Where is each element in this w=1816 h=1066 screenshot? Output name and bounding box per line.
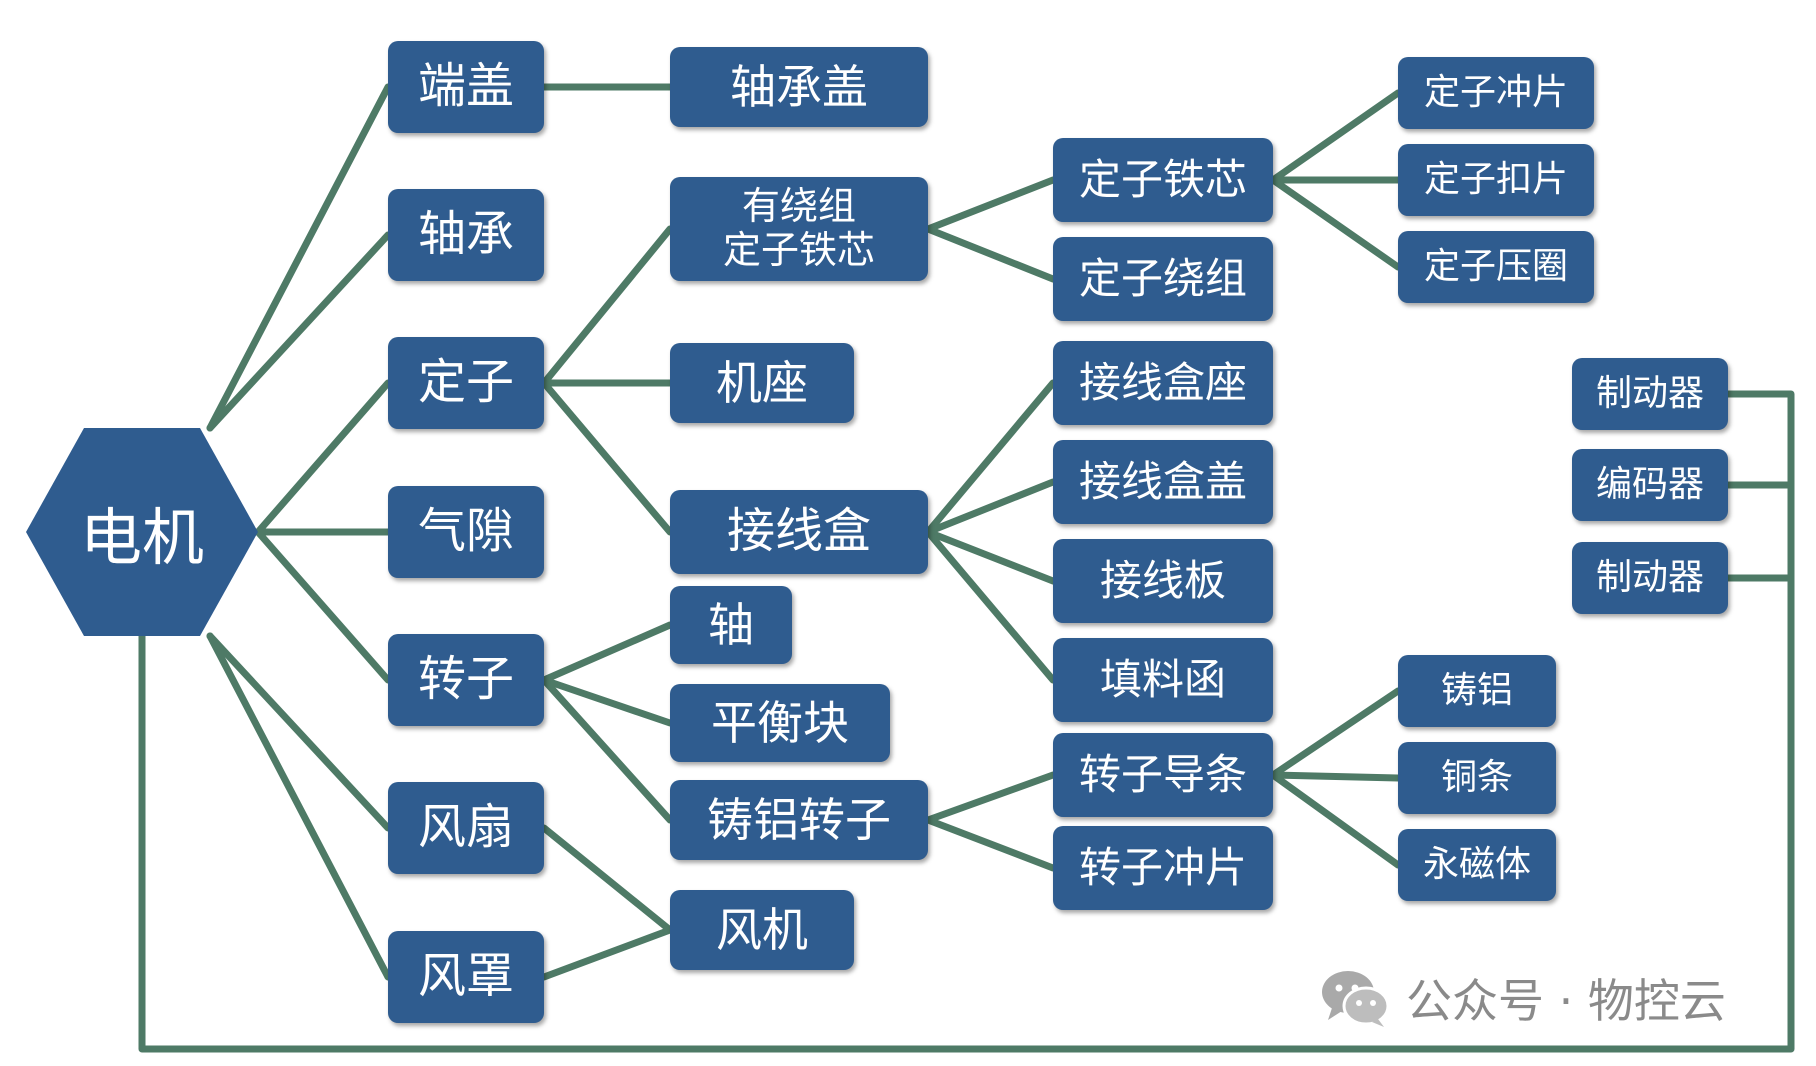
node-stator-lamination: 定子冲片: [1398, 57, 1594, 129]
line-jiexianhe-jiexianhezuo: [924, 379, 1057, 536]
root-node-label: 电机: [79, 501, 204, 574]
node-fan-cover: 风罩: [388, 931, 544, 1023]
line-root-duangai: [206, 83, 392, 432]
line-zhuanzidaotiao-yongcitin: [1269, 771, 1402, 869]
node-stator-clip: 定子扣片: [1398, 144, 1594, 216]
line-root-fengshan: [206, 632, 392, 832]
node-balance-weight: 平衡块: [670, 684, 890, 762]
line-jiexianhe-tianliaohan: [924, 528, 1057, 684]
node-terminal-box-cover: 接线盒盖: [1053, 440, 1273, 524]
node-rotor-lamination: 转子冲片: [1053, 826, 1273, 910]
node-cast-aluminum-rotor: 铸铝转子: [670, 780, 928, 860]
node-terminal-box: 接线盒: [670, 490, 928, 574]
line-root-accessories: [138, 390, 1795, 1053]
line-root-zhuanzi: [254, 528, 392, 684]
node-copper-bar: 铜条: [1398, 742, 1556, 814]
node-frame: 机座: [670, 343, 854, 423]
node-bearing-cover: 轴承盖: [670, 47, 928, 127]
node-permanent-magnet: 永磁体: [1398, 829, 1556, 901]
node-shaft: 轴: [670, 586, 792, 664]
node-bearing: 轴承: [388, 189, 544, 281]
node-fan: 风扇: [388, 782, 544, 874]
line-youraozu-dingziraozu: [924, 225, 1057, 283]
line-zhuanzidaotiao-tongtiao: [1269, 771, 1402, 782]
line-fengshan-fengji: [540, 824, 674, 934]
watermark: 公众号 · 物控云: [1320, 965, 1726, 1031]
node-brake-2: 制动器: [1572, 542, 1728, 614]
node-stator-winding: 定子绕组: [1053, 237, 1273, 321]
node-rotor: 转子: [388, 634, 544, 726]
line-jiexianhe-jiexianban: [924, 528, 1057, 585]
node-cast-aluminum: 铸铝: [1398, 655, 1556, 727]
line-dingzitiexin-dingzichongpian: [1269, 89, 1402, 184]
line-dingzi-youraozu: [540, 225, 674, 387]
node-stator-press-ring: 定子压圈: [1398, 231, 1594, 303]
node-stator-core: 定子铁芯: [1053, 138, 1273, 222]
node-rotor-bar: 转子导条: [1053, 733, 1273, 817]
line-zhuanzi-zhou: [540, 621, 674, 684]
line-zhulvzhuanzi-zhuanzidaotiao: [924, 771, 1057, 824]
node-stator: 定子: [388, 337, 544, 429]
node-blower: 风机: [670, 890, 854, 970]
line-jiexianhe-jiexianhegai: [924, 478, 1057, 536]
node-stuffing-box: 填料函: [1053, 638, 1273, 722]
node-encoder: 编码器: [1572, 449, 1728, 521]
line-fengzhao-fengji: [540, 926, 674, 981]
line-dingzitiexin-dingziyaquan: [1269, 176, 1402, 271]
line-dingzi-jiexianhe: [540, 379, 674, 536]
watermark-text: 公众号 · 物控云: [1406, 974, 1726, 1028]
line-zhuanzi-pinghengkuai: [540, 676, 674, 727]
line-root-fengzhao: [206, 632, 392, 981]
node-terminal-box-base: 接线盒座: [1053, 341, 1273, 425]
line-youraozu-dingzitiexin: [924, 176, 1057, 233]
node-terminal-board: 接线板: [1053, 539, 1273, 623]
node-air-gap: 气隙: [388, 486, 544, 578]
line-zhuanzidaotiao-zhulv: [1269, 687, 1402, 779]
line-root-zhoucheng: [206, 231, 392, 432]
node-brake-1: 制动器: [1572, 358, 1728, 430]
line-zhuanzi-zhulvzhuanzi: [540, 676, 674, 824]
wechat-icon: [1322, 971, 1390, 1027]
line-zhulvzhuanzi-zhuanzichongpian: [924, 816, 1057, 872]
node-end-cover: 端盖: [388, 41, 544, 133]
node-wound-stator-core: 有绕组 定子铁芯: [670, 177, 928, 281]
line-root-dingzi: [254, 379, 392, 536]
